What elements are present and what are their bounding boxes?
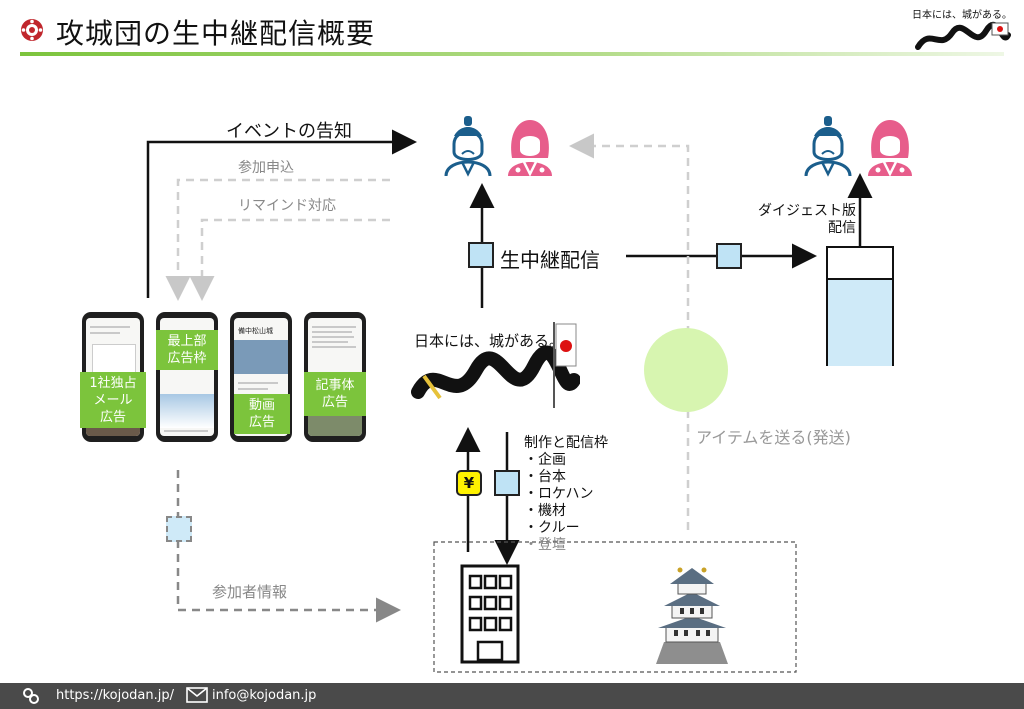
label-digest: ダイジェスト版 配信 (758, 203, 856, 236)
ad-box-mail: 1社独占 メール 広告 (80, 372, 146, 428)
woman-kimono-icon-right (862, 114, 918, 178)
label-live: 生中継配信 (500, 248, 600, 272)
title-underline (20, 52, 1004, 56)
link-icon (22, 687, 40, 709)
label-items: アイテムを送る(発送) (696, 428, 851, 447)
production-square-marker (494, 470, 520, 496)
label-apply: 参加申込 (238, 160, 294, 176)
footer-email[interactable]: info@kojodan.jp (212, 688, 317, 703)
ad-box-top-banner: 最上部 広告枠 (156, 330, 218, 370)
yen-badge: ¥ (456, 470, 482, 496)
production-item: ロケハン (524, 486, 608, 503)
yen-symbol: ¥ (463, 474, 475, 492)
participant-square-marker (166, 516, 192, 542)
production-title: 制作と配信枠 (524, 435, 608, 451)
kojodan-logo-text: 日本には、城がある。 (414, 332, 565, 350)
footer-url[interactable]: https://kojodan.jp/ (56, 688, 175, 703)
castle-icon (652, 560, 732, 664)
page-title: 攻城団の生中継配信概要 (56, 17, 376, 50)
kojodan-logo: 日本には、城がある。 (410, 318, 580, 414)
phone-castle-name: 備中松山城 (238, 327, 273, 335)
partner-area-frame (433, 541, 797, 673)
office-building-icon (460, 564, 520, 664)
digest-container (826, 246, 894, 366)
ad-box-article: 記事体 広告 (304, 372, 366, 416)
mail-icon (186, 687, 208, 707)
brand-emblem-icon (20, 18, 44, 42)
header-logo: 日本には、城がある。 (912, 6, 1012, 54)
items-circle (644, 328, 728, 412)
woman-kimono-icon (502, 114, 558, 178)
production-item: 機材 (524, 503, 608, 520)
digest-square-marker (716, 243, 742, 269)
arrow-remind (189, 218, 390, 301)
production-item: 企画 (524, 452, 608, 469)
ad-box-video: 動画 広告 (234, 394, 290, 434)
label-event-notice: イベントの告知 (226, 121, 352, 142)
live-square-marker (468, 242, 494, 268)
production-item: 台本 (524, 469, 608, 486)
arrow-event-notice (146, 129, 417, 298)
production-item: 登壇 (524, 537, 608, 554)
logo-brush-large-icon (411, 322, 580, 408)
production-list: 企画 台本 ロケハン 機材 クルー 登壇 (524, 452, 608, 554)
production-item: クルー (524, 520, 608, 537)
samurai-man-icon-right (800, 114, 856, 178)
header-logo-text: 日本には、城がある。 (912, 10, 1012, 21)
arrow-apply (165, 178, 390, 301)
logo-brush-icon (915, 21, 1011, 50)
label-participant-info: 参加者情報 (212, 583, 288, 601)
label-remind: リマインド対応 (238, 198, 336, 214)
samurai-man-icon (440, 114, 496, 178)
production-block: 制作と配信枠 企画 台本 ロケハン 機材 クルー 登壇 (524, 432, 608, 554)
footer-bar: https://kojodan.jp/ info@kojodan.jp (0, 683, 1024, 709)
